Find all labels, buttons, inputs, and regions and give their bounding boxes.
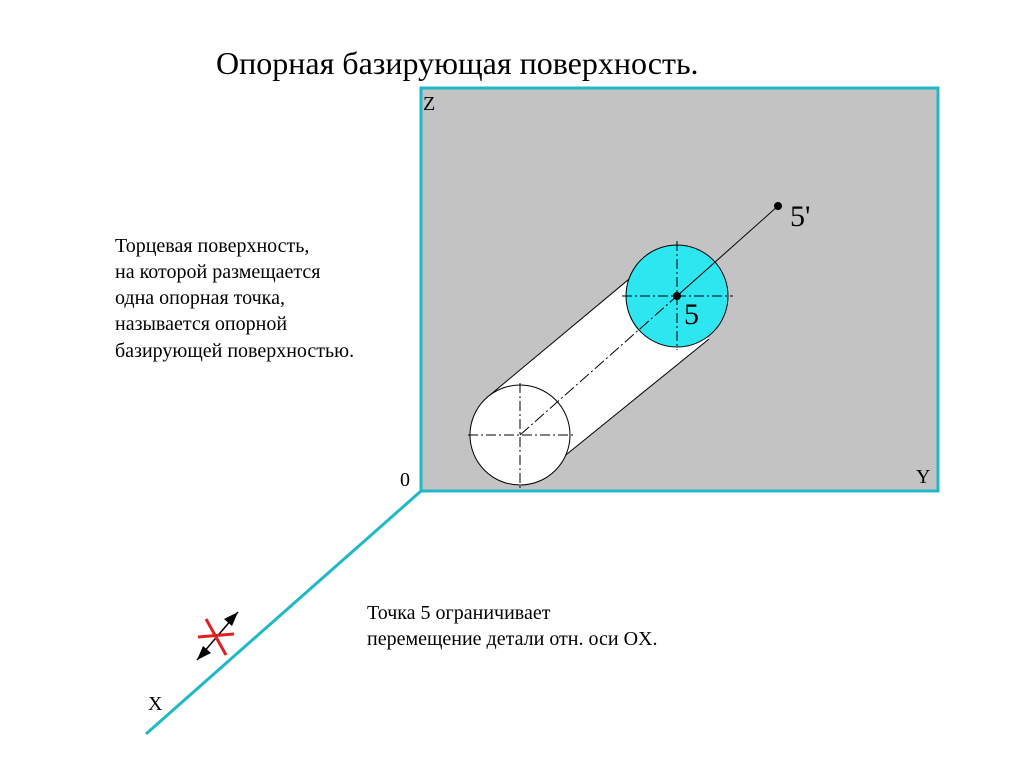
point-5-prime-label: 5': [790, 200, 810, 233]
definition-line-2: на которой размещается: [115, 261, 320, 283]
projection-line: [676, 205, 779, 297]
x-axis-label: X: [148, 693, 163, 715]
cylinder-edge-lower: [550, 338, 710, 468]
note-line-2: перемещение детали отн. оси OX.: [367, 628, 657, 650]
cylinder-edge-upper: [489, 264, 647, 396]
point-5-label: 5: [684, 298, 699, 331]
z-axis-label: Z: [423, 93, 435, 115]
point-5: [673, 292, 681, 300]
definition-line-4: называется опорной: [115, 313, 287, 335]
definition-line-1: Торцевая поверхность,: [115, 235, 309, 257]
page-title: Опорная базирующая поверхность.: [216, 45, 699, 81]
definition-line-5: базирующей поверхностью.: [115, 340, 354, 362]
point-5-prime: [774, 202, 782, 210]
cylinder-axis-centerline: [519, 295, 678, 436]
y-axis-label: Y: [916, 466, 930, 488]
x-axis: [145, 489, 422, 736]
red-cross-icon: [197, 618, 235, 656]
origin-label: 0: [400, 469, 410, 491]
definition-line-3: одна опорная точка,: [115, 287, 285, 309]
note-line-1: Точка 5 ограничивает: [367, 602, 551, 624]
